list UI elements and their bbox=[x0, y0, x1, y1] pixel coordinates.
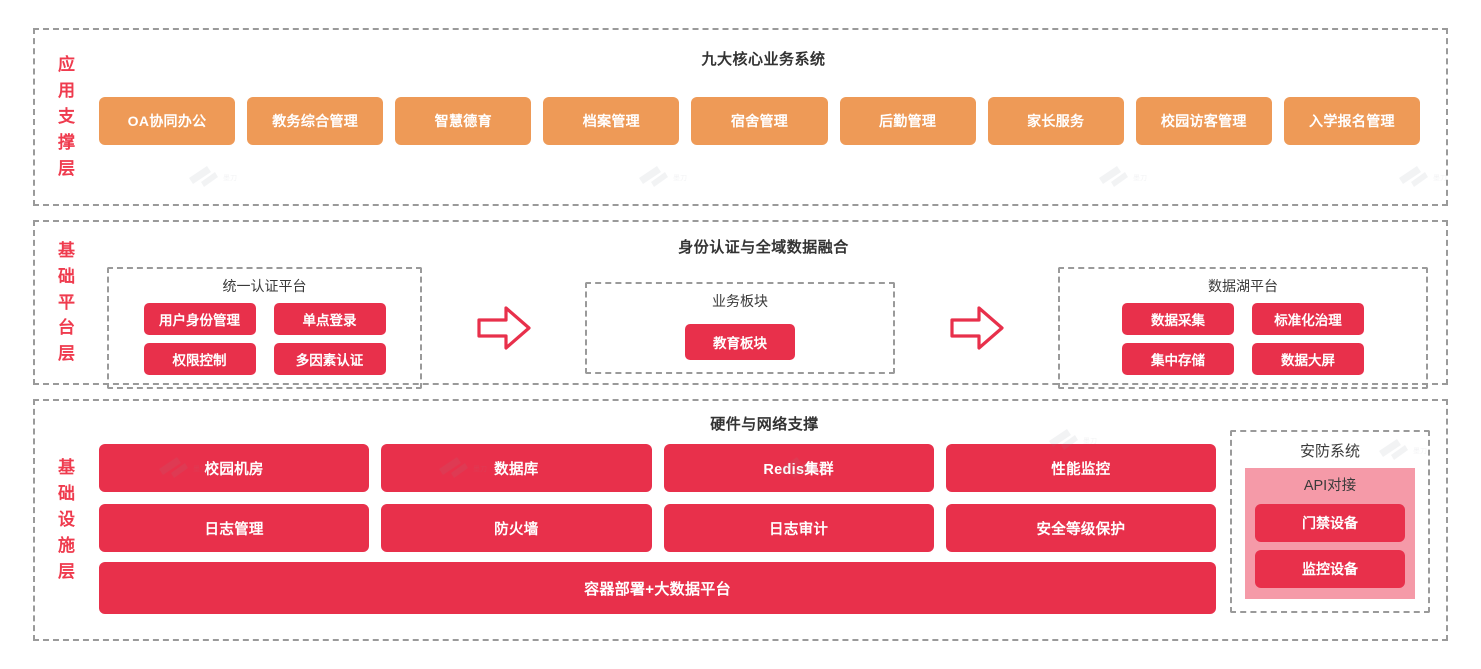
layer-label-char: 设 bbox=[58, 510, 76, 530]
panel-security-system: 安防系统 API对接 门禁设备 监控设备 bbox=[1230, 430, 1430, 613]
layer-title-infrastructure: 硬件与网络支撑 bbox=[710, 416, 819, 433]
platform-flow-row: 统一认证平台 用户身份管理 单点登录 权限控制 多因素认证 bbox=[99, 267, 1428, 389]
arrow-cell-left bbox=[422, 305, 585, 351]
layer-body-application: 九大核心业务系统 OA协同办公 教务综合管理 智慧德育 档案管理 宿舍管理 后勤… bbox=[99, 30, 1446, 204]
layer-label-char: 础 bbox=[58, 484, 76, 504]
auth-pill-grid: 用户身份管理 单点登录 权限控制 多因素认证 bbox=[143, 303, 386, 375]
pill-single-sign-on[interactable]: 单点登录 bbox=[273, 303, 386, 335]
app-chip-moral-education[interactable]: 智慧德育 bbox=[395, 97, 532, 145]
layer-title-application: 九大核心业务系统 bbox=[701, 51, 826, 68]
layer-label-char: 层 bbox=[58, 344, 76, 364]
panel-business-module: 业务板块 教育板块 bbox=[585, 282, 895, 374]
bar-container-bigdata-platform[interactable]: 容器部署+大数据平台 bbox=[99, 562, 1216, 614]
bar-campus-datacenter[interactable]: 校园机房 bbox=[99, 444, 370, 492]
app-chip-archive[interactable]: 档案管理 bbox=[543, 97, 680, 145]
panel-title-security-system: 安防系统 bbox=[1299, 443, 1360, 460]
panel-title-unified-auth: 统一认证平台 bbox=[222, 278, 307, 294]
api-integration-title: API对接 bbox=[1303, 478, 1357, 494]
layer-label-application: 应 用 支 撑 层 bbox=[35, 30, 99, 204]
layer-body-infrastructure: 硬件与网络支撑 校园机房 数据库 Redis集群 性能监控 日志管理 防火墙 日… bbox=[99, 401, 1446, 639]
panel-unified-auth: 统一认证平台 用户身份管理 单点登录 权限控制 多因素认证 bbox=[107, 267, 422, 389]
bar-log-management[interactable]: 日志管理 bbox=[99, 504, 370, 552]
pill-central-storage[interactable]: 集中存储 bbox=[1122, 343, 1234, 375]
layer-label-char: 台 bbox=[58, 318, 76, 338]
bar-redis-cluster[interactable]: Redis集群 bbox=[663, 444, 934, 492]
layer-label-char: 基 bbox=[58, 240, 76, 260]
pill-education-module[interactable]: 教育板块 bbox=[685, 324, 795, 360]
layer-label-char: 层 bbox=[58, 561, 76, 581]
bar-log-audit[interactable]: 日志审计 bbox=[663, 504, 934, 552]
infrastructure-bars: 校园机房 数据库 Redis集群 性能监控 日志管理 防火墙 日志审计 安全等级… bbox=[99, 444, 1216, 625]
api-integration-box: API对接 门禁设备 监控设备 bbox=[1245, 468, 1415, 599]
layer-label-char: 层 bbox=[58, 158, 76, 178]
layer-label-char: 支 bbox=[58, 107, 76, 127]
business-pill-grid: 教育板块 bbox=[685, 318, 795, 360]
pill-user-identity[interactable]: 用户身份管理 bbox=[143, 303, 256, 335]
layer-label-char: 用 bbox=[58, 81, 76, 101]
pill-data-collection[interactable]: 数据采集 bbox=[1122, 303, 1234, 335]
layer-body-platform: 身份认证与全域数据融合 统一认证平台 用户身份管理 单点登录 权限控制 多因素认… bbox=[99, 222, 1446, 389]
api-chip-surveillance-device[interactable]: 监控设备 bbox=[1255, 550, 1405, 588]
arrow-right-icon bbox=[949, 306, 1004, 350]
panel-data-lake: 数据湖平台 数据采集 标准化治理 集中存储 数据大屏 bbox=[1058, 267, 1428, 389]
pill-permission-control[interactable]: 权限控制 bbox=[143, 343, 256, 375]
app-chip-logistics[interactable]: 后勤管理 bbox=[839, 97, 976, 145]
layer-application-support: 应 用 支 撑 层 九大核心业务系统 OA协同办公 教务综合管理 智慧德育 档案… bbox=[33, 28, 1448, 206]
pill-mfa[interactable]: 多因素认证 bbox=[273, 343, 386, 375]
app-chip-enrollment[interactable]: 入学报名管理 bbox=[1283, 97, 1420, 145]
layer-label-char: 础 bbox=[58, 266, 76, 286]
infrastructure-main: 校园机房 数据库 Redis集群 性能监控 日志管理 防火墙 日志审计 安全等级… bbox=[99, 430, 1430, 625]
bar-security-level-protection[interactable]: 安全等级保护 bbox=[945, 504, 1216, 552]
application-chip-row: OA协同办公 教务综合管理 智慧德育 档案管理 宿舍管理 后勤管理 家长服务 校… bbox=[99, 97, 1428, 145]
layer-base-platform: 基 础 平 台 层 身份认证与全域数据融合 统一认证平台 用户身份管理 单点登录… bbox=[33, 220, 1448, 389]
app-chip-oa[interactable]: OA协同办公 bbox=[99, 97, 236, 145]
bar-firewall[interactable]: 防火墙 bbox=[381, 504, 652, 552]
pill-standardized-governance[interactable]: 标准化治理 bbox=[1252, 303, 1364, 335]
app-chip-parent-service[interactable]: 家长服务 bbox=[987, 97, 1124, 145]
infrastructure-grid: 校园机房 数据库 Redis集群 性能监控 日志管理 防火墙 日志审计 安全等级… bbox=[99, 444, 1216, 552]
app-chip-visitor[interactable]: 校园访客管理 bbox=[1135, 97, 1272, 145]
bar-performance-monitoring[interactable]: 性能监控 bbox=[945, 444, 1216, 492]
api-chip-access-control-device[interactable]: 门禁设备 bbox=[1255, 504, 1405, 542]
pill-data-dashboard[interactable]: 数据大屏 bbox=[1252, 343, 1364, 375]
layer-label-platform: 基 础 平 台 层 bbox=[35, 222, 99, 383]
panel-title-data-lake: 数据湖平台 bbox=[1208, 278, 1278, 294]
app-chip-dormitory[interactable]: 宿舍管理 bbox=[691, 97, 828, 145]
layer-label-infrastructure: 基 础 设 施 层 bbox=[35, 401, 99, 639]
layer-label-char: 撑 bbox=[58, 132, 76, 152]
layer-label-char: 基 bbox=[58, 458, 76, 478]
panel-title-business-module: 业务板块 bbox=[712, 293, 768, 309]
layer-label-char: 应 bbox=[58, 55, 76, 75]
layer-label-char: 施 bbox=[58, 535, 76, 555]
layer-title-platform: 身份认证与全域数据融合 bbox=[678, 239, 849, 256]
layer-infrastructure: 基 础 设 施 层 硬件与网络支撑 校园机房 数据库 Redis集群 性能监控 … bbox=[33, 399, 1448, 641]
arrow-right-icon bbox=[476, 306, 531, 350]
app-chip-academic[interactable]: 教务综合管理 bbox=[247, 97, 384, 145]
bar-database[interactable]: 数据库 bbox=[381, 444, 652, 492]
arrow-cell-right bbox=[895, 305, 1058, 351]
layer-label-char: 平 bbox=[58, 292, 76, 312]
data-lake-pill-grid: 数据采集 标准化治理 集中存储 数据大屏 bbox=[1122, 303, 1364, 375]
